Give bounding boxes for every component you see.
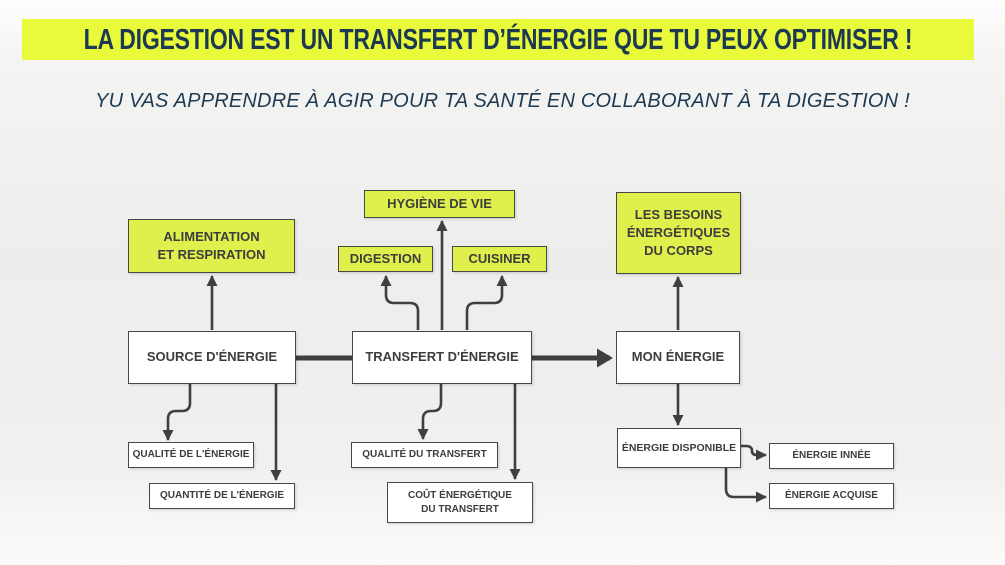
node-qualite-energie: QUALITÉ DE L'ÉNERGIE [128,442,254,468]
node-quantite-energie: QUANTITÉ DE L'ÉNERGIE [149,483,295,509]
node-cuisiner: CUISINER [452,246,547,272]
node-mon-energie: MON ÉNERGIE [616,331,740,384]
page-subtitle: YU VAS APPRENDRE À AGIR POUR TA SANTÉ EN… [95,90,910,112]
arrow-disponible-to-innee [741,444,767,461]
node-cout-energetique: COÛT ÉNERGÉTIQUE DU TRANSFERT [387,482,533,523]
arrow-disponible-to-acquise [724,468,767,503]
node-qualite-transfert: QUALITÉ DU TRANSFERT [351,442,498,468]
node-energie-innee: ÉNERGIE INNÉE [769,443,894,469]
node-transfert-energie: TRANSFERT D'ÉNERGIE [352,331,532,384]
arrow-transfert-to-qualite-transfert [417,384,443,440]
node-hygiene-de-vie: HYGIÈNE DE VIE [364,190,515,218]
arrow-transfert-to-cuisiner [465,275,508,330]
node-source-energie: SOURCE D'ÉNERGIE [128,331,296,384]
arrow-transfert-to-digestion [380,275,420,330]
arrow-source-to-qualite-energie [162,384,192,441]
title-banner: LA DIGESTION EST UN TRANSFERT D’ÉNERGIE … [22,19,974,60]
node-alimentation-respiration: ALIMENTATION ET RESPIRATION [128,219,295,273]
node-energie-disponible: ÉNERGIE DISPONIBLE [617,428,741,468]
node-energie-acquise: ÉNERGIE ACQUISE [769,483,894,509]
node-digestion: DIGESTION [338,246,433,272]
node-besoins-energetiques: LES BESOINS ÉNERGÉTIQUES DU CORPS [616,192,741,274]
page-title: LA DIGESTION EST UN TRANSFERT D’ÉNERGIE … [83,22,913,56]
